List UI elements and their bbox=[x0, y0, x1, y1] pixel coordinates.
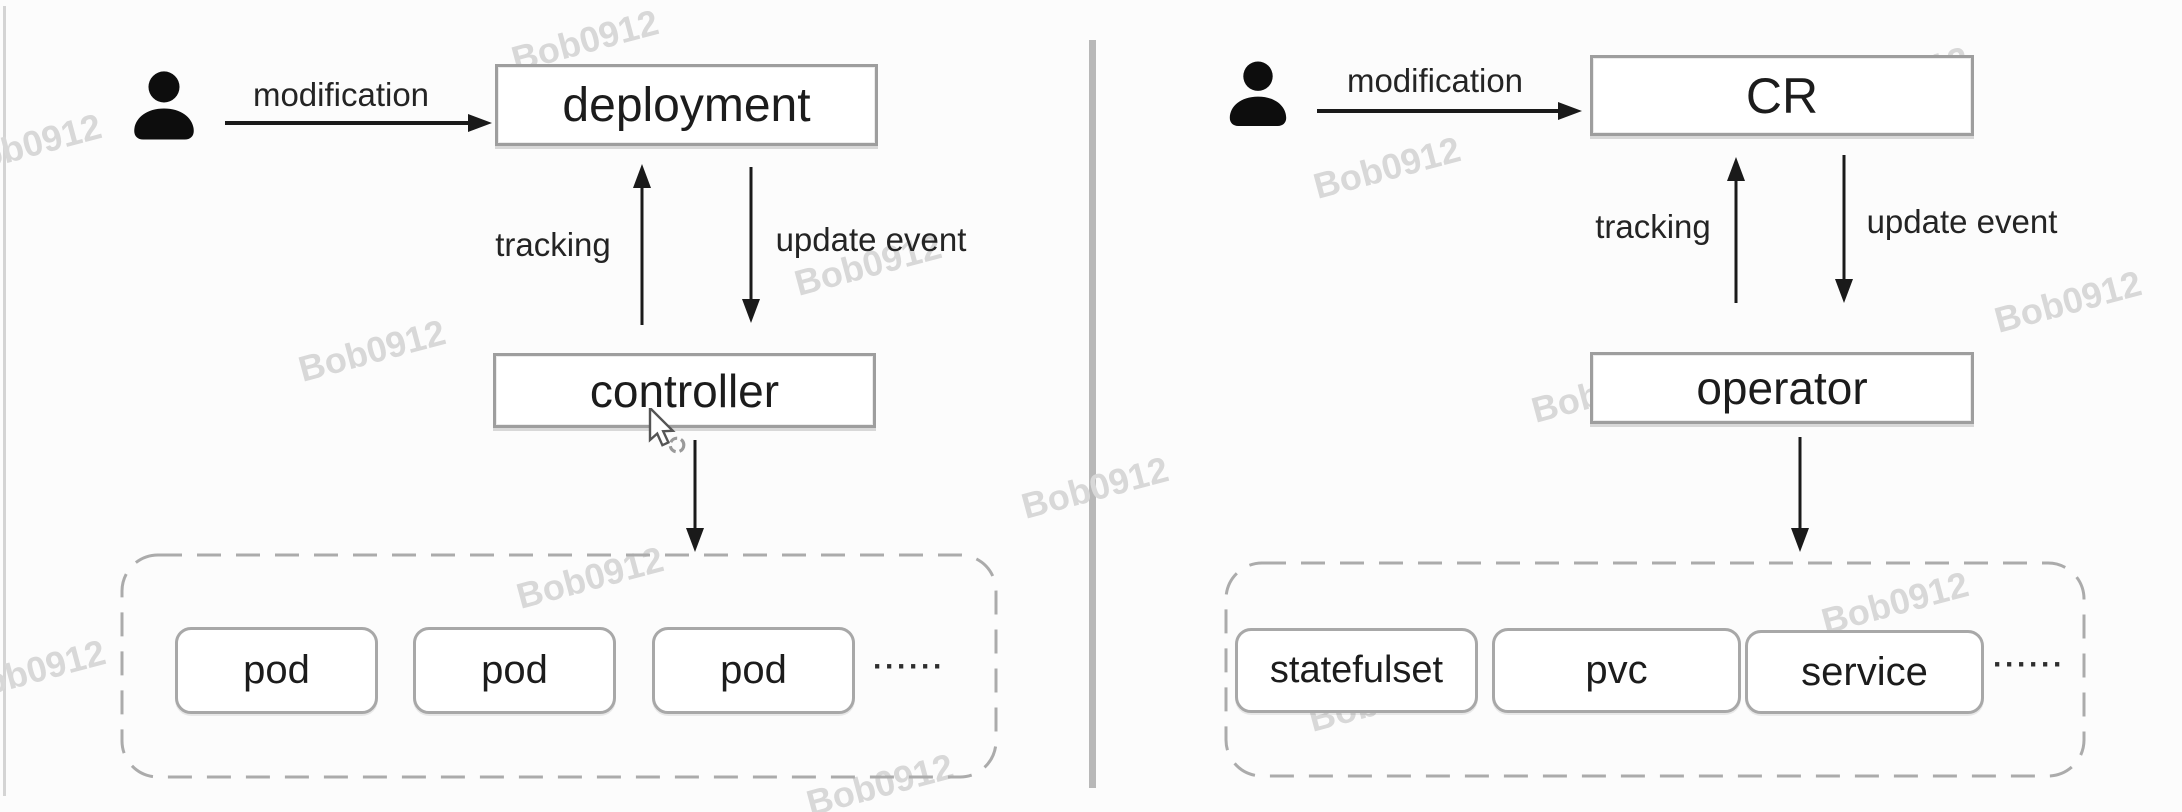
deployment-box: deployment bbox=[495, 64, 878, 146]
right-tracking-label: tracking bbox=[1595, 208, 1711, 245]
watermark: Bob0912 bbox=[802, 745, 958, 812]
watermark: Bob0912 bbox=[512, 538, 668, 617]
panel-divider bbox=[1089, 40, 1096, 788]
right-update-event-label: update event bbox=[1866, 203, 2058, 240]
watermark: Bob0912 bbox=[0, 631, 110, 710]
statefulset-box-label: statefulset bbox=[1269, 649, 1444, 691]
watermark: Bob0912 bbox=[1990, 262, 2146, 341]
pvc-box-label: pvc bbox=[1585, 648, 1648, 692]
service-box: service bbox=[1745, 630, 1984, 714]
left-ellipsis: ······ bbox=[873, 650, 945, 683]
pod-box-3-label: pod bbox=[720, 648, 787, 692]
cr-box: CR bbox=[1590, 55, 1974, 136]
deployment-box-label: deployment bbox=[562, 78, 811, 132]
left-create-arrow bbox=[686, 440, 704, 552]
pod-box-3: pod bbox=[652, 627, 855, 714]
pvc-box: pvc bbox=[1492, 628, 1741, 713]
right-ellipsis: ······ bbox=[1993, 648, 2065, 681]
pod-box-2: pod bbox=[413, 627, 616, 714]
left-modification-arrow bbox=[225, 114, 492, 132]
operator-box-label: operator bbox=[1696, 362, 1868, 414]
controller-box: controller bbox=[493, 353, 876, 428]
cr-box-label: CR bbox=[1745, 67, 1819, 124]
user-icon bbox=[134, 71, 194, 140]
left-frame-line bbox=[3, 6, 6, 796]
left-tracking-arrow bbox=[633, 164, 651, 325]
service-box-label: service bbox=[1801, 649, 1928, 694]
watermark: Bob0912 bbox=[294, 311, 450, 390]
pod-box-2-label: pod bbox=[481, 648, 548, 692]
right-modification-arrow bbox=[1317, 102, 1582, 120]
operator-box: operator bbox=[1590, 352, 1974, 424]
mouse-cursor bbox=[648, 408, 686, 454]
watermark: Bob0912 bbox=[1309, 128, 1465, 207]
left-tracking-label: tracking bbox=[495, 226, 611, 263]
right-modification-label: modification bbox=[1346, 62, 1524, 99]
left-update-event-label: update event bbox=[775, 221, 967, 258]
left-modification-label: modification bbox=[252, 76, 430, 113]
pod-box-1-label: pod bbox=[243, 648, 310, 692]
right-tracking-arrow bbox=[1727, 157, 1745, 303]
statefulset-box: statefulset bbox=[1235, 628, 1478, 713]
pod-box-1: pod bbox=[175, 627, 378, 714]
user-icon bbox=[1229, 61, 1287, 126]
watermark: Bob0912 bbox=[0, 105, 106, 184]
controller-box-label: controller bbox=[589, 364, 780, 417]
right-create-arrow bbox=[1791, 437, 1809, 552]
